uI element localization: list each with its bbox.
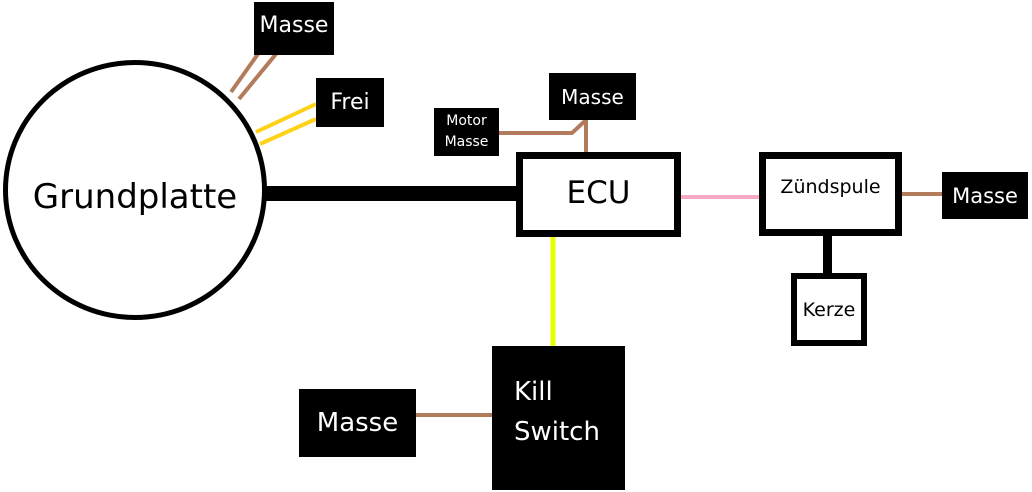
ecu-label: ECU	[566, 174, 631, 211]
wire-zuendspule-kerze	[823, 234, 832, 274]
wire-grundplatte-ecu	[263, 186, 519, 201]
kill-switch-label-line2: Switch	[514, 417, 600, 447]
wire-motormasse-masse	[499, 118, 588, 135]
motor-masse-label-line1: Motor	[446, 113, 487, 129]
grundplatte-node: Grundplatte	[3, 60, 267, 320]
wire-grundplatte-masse-1	[229, 52, 260, 94]
grundplatte-label: Grundplatte	[32, 177, 238, 217]
ecu-node: ECU	[516, 152, 681, 237]
masse-right-label: Masse	[952, 183, 1018, 208]
masse-bottom-label: Masse	[316, 408, 399, 438]
masse-bottom-node: Masse	[299, 389, 416, 457]
kill-switch-label-line1: Kill	[514, 377, 553, 407]
wire-grundplatte-frei-2	[259, 117, 317, 146]
motor-masse-label-line2: Masse	[444, 134, 489, 150]
frei-label: Frei	[330, 90, 370, 115]
kill-switch-node: Kill Switch	[492, 346, 625, 490]
masse-ecu-node: Masse	[549, 73, 636, 120]
kerze-node: Kerze	[791, 273, 867, 346]
masse-top-label: Masse	[259, 13, 329, 38]
wire-grundplatte-masse-2	[237, 52, 278, 101]
motor-masse-node: Motor Masse	[434, 108, 499, 156]
frei-node: Frei	[316, 78, 384, 127]
wire-grundplatte-frei-1	[255, 102, 317, 134]
zuendspule-label: Zündspule	[780, 176, 881, 198]
masse-right-node: Masse	[942, 172, 1028, 219]
masse-top-node: Masse	[254, 2, 334, 55]
kerze-label: Kerze	[802, 298, 856, 321]
masse-ecu-label: Masse	[561, 84, 624, 109]
zuendspule-node: Zündspule	[759, 152, 902, 236]
